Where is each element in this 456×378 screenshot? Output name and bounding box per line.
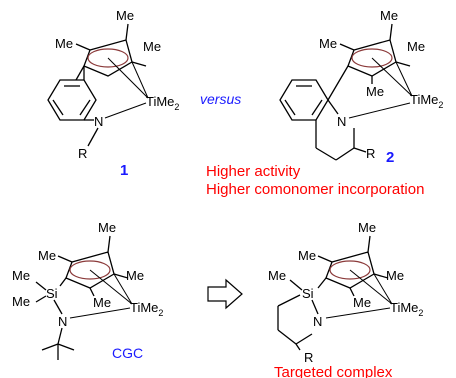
r-label: R <box>78 146 87 161</box>
me-label: Me <box>38 248 56 263</box>
complex-1: Me Me Me TiMe2 N R 1 <box>47 8 179 179</box>
me-label: Me <box>353 295 371 310</box>
compound-number-1: 1 <box>120 162 128 179</box>
me-label: Me <box>268 268 286 283</box>
ti-label: TiMe2 <box>146 94 179 112</box>
cgc-complex: Me Me Me Me TiMe2 Si Me Me N CGC <box>12 220 163 361</box>
hollow-right-arrow-icon <box>207 278 243 310</box>
targeted-complex: Me Me Me Me TiMe2 Si Me N R <box>268 220 423 365</box>
me-label: Me <box>407 39 425 54</box>
n-label: N <box>94 114 103 129</box>
me-label: Me <box>366 84 384 99</box>
me-label: Me <box>55 36 73 51</box>
n-label: N <box>313 314 322 329</box>
me-label: Me <box>116 8 134 23</box>
si-label: Si <box>302 286 314 301</box>
higher-activity-text: Higher activity <box>206 163 301 180</box>
me-label: Me <box>358 220 376 235</box>
cp-ring-target <box>325 251 375 289</box>
me-label: Me <box>298 248 316 263</box>
me-label: Me <box>12 294 30 309</box>
r-label: R <box>366 146 375 161</box>
me-label: Me <box>126 268 144 283</box>
ti-label: TiMe2 <box>410 92 443 110</box>
cp-ring-ellipse-1 <box>87 48 129 68</box>
higher-comonomer-text: Higher comonomer incorporation <box>206 181 424 198</box>
cp-ring-cgc <box>65 251 115 289</box>
n-label: N <box>337 114 346 129</box>
me-label: Me <box>98 220 116 235</box>
me-label: Me <box>319 36 337 51</box>
si-label: Si <box>46 286 58 301</box>
me-label: Me <box>386 268 404 283</box>
cp-ring-ellipse-target <box>329 260 371 280</box>
complex-2: Me Me Me Me TiMe2 N R 2 <box>279 8 443 166</box>
cp-ring-ellipse-2 <box>351 48 393 68</box>
n-label: N <box>58 314 67 329</box>
ti-label: TiMe2 <box>390 300 423 318</box>
targeted-complex-text: Targeted complex <box>274 364 393 378</box>
cp-ring-1 <box>83 39 133 77</box>
cp-ring-ellipse-cgc <box>69 260 111 280</box>
versus-label: versus <box>200 91 241 107</box>
compound-number-2: 2 <box>386 149 394 166</box>
me-label: Me <box>380 8 398 23</box>
cgc-label: CGC <box>112 345 143 361</box>
me-label: Me <box>12 268 30 283</box>
me-label: Me <box>143 39 161 54</box>
r-label: R <box>304 350 313 365</box>
me-label: Me <box>93 295 111 310</box>
ti-label: TiMe2 <box>130 300 163 318</box>
